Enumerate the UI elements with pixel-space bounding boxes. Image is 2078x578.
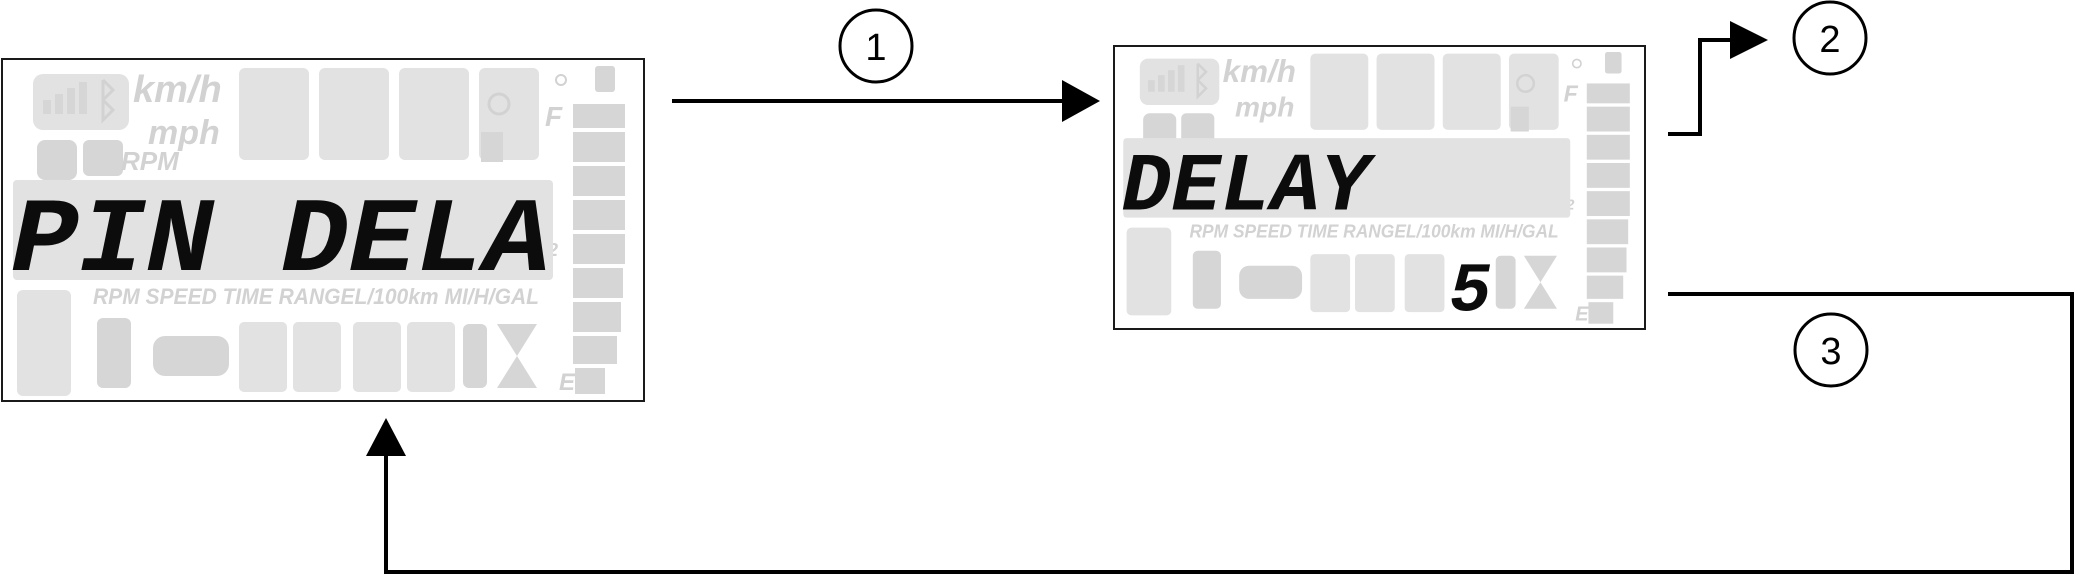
arrow-step-1 bbox=[672, 80, 1100, 122]
step-1-label: 1 bbox=[865, 27, 886, 69]
top-digits-ghost bbox=[239, 68, 539, 160]
wrench-icon bbox=[463, 324, 487, 388]
top-digits-ghost bbox=[1310, 53, 1559, 130]
main-message-ghost bbox=[13, 180, 553, 280]
weather-icon bbox=[1516, 73, 1536, 93]
temperature-icon bbox=[481, 132, 503, 162]
hourglass-icon bbox=[497, 324, 537, 388]
countdown-digit: 5 bbox=[1449, 252, 1491, 330]
step-3-badge: 3 bbox=[1793, 312, 1869, 388]
message-icon bbox=[83, 140, 123, 176]
fuel-empty-label: E bbox=[1575, 303, 1589, 325]
lcd-screen-delay-countdown: km/h mph F 1/2 E bbox=[1113, 45, 1646, 330]
mode-labels: RPM SPEED TIME RANGEL/100km MI/H/GAL bbox=[1189, 222, 1558, 242]
fuel-full-label: F bbox=[545, 101, 563, 132]
arrow-step-3 bbox=[366, 292, 2074, 574]
vehicle-icon bbox=[1239, 265, 1303, 299]
fuel-gauge-bar bbox=[573, 104, 625, 394]
main-message: PIN DELA bbox=[11, 182, 551, 302]
phone-icon bbox=[37, 140, 77, 180]
bottom-digits-ghost bbox=[1310, 254, 1445, 313]
gear-digit-ghost bbox=[17, 290, 71, 396]
phone-icon bbox=[1143, 113, 1177, 147]
step-2-badge: 2 bbox=[1792, 0, 1868, 76]
step-3-label: 3 bbox=[1820, 331, 1841, 373]
bottom-digits-ghost bbox=[239, 322, 455, 392]
fuel-pump-icon bbox=[1604, 51, 1622, 74]
bluetooth-icon bbox=[101, 78, 116, 124]
arrow-step-2 bbox=[1668, 21, 1768, 136]
mode-labels: RPM SPEED TIME RANGEL/100km MI/H/GAL bbox=[93, 284, 539, 309]
rpm-unit-label: RPM bbox=[121, 146, 180, 176]
message-icon bbox=[1181, 113, 1215, 144]
bluetooth-icon bbox=[1196, 62, 1208, 100]
drivetrain-icon bbox=[1192, 250, 1221, 309]
drivetrain-icon bbox=[97, 318, 131, 388]
lcd-screen-pin-delay: km/h mph RPM F 1/2 E bbox=[1, 58, 645, 402]
fuel-gauge-bar bbox=[1586, 83, 1630, 324]
speed-unit-label: km/h bbox=[1223, 54, 1296, 89]
vehicle-icon bbox=[153, 336, 229, 376]
main-message: DELAY bbox=[1122, 140, 1377, 234]
signal-icon bbox=[1139, 58, 1220, 105]
fuel-empty-label: E bbox=[559, 369, 576, 396]
signal-icon bbox=[33, 74, 129, 130]
gear-digit-ghost bbox=[1126, 227, 1172, 316]
wrench-icon bbox=[1495, 255, 1516, 309]
temperature-icon bbox=[1510, 106, 1529, 132]
speed-unit-alt-label: mph bbox=[1235, 92, 1294, 123]
step-1-badge: 1 bbox=[838, 8, 914, 84]
speed-unit-alt-label: mph bbox=[148, 114, 220, 152]
weather-icon bbox=[487, 92, 511, 116]
main-message-ghost bbox=[1123, 138, 1571, 218]
fuel-pump-icon bbox=[595, 66, 615, 92]
hourglass-icon bbox=[1523, 255, 1557, 309]
step-2-label: 2 bbox=[1819, 19, 1840, 61]
fuel-full-label: F bbox=[1564, 81, 1579, 107]
lcd-screen-2-display: km/h mph F 1/2 E bbox=[1122, 51, 1630, 330]
speed-unit-label: km/h bbox=[133, 69, 222, 111]
lcd-screen-1-display: km/h mph RPM F 1/2 E bbox=[11, 66, 625, 396]
